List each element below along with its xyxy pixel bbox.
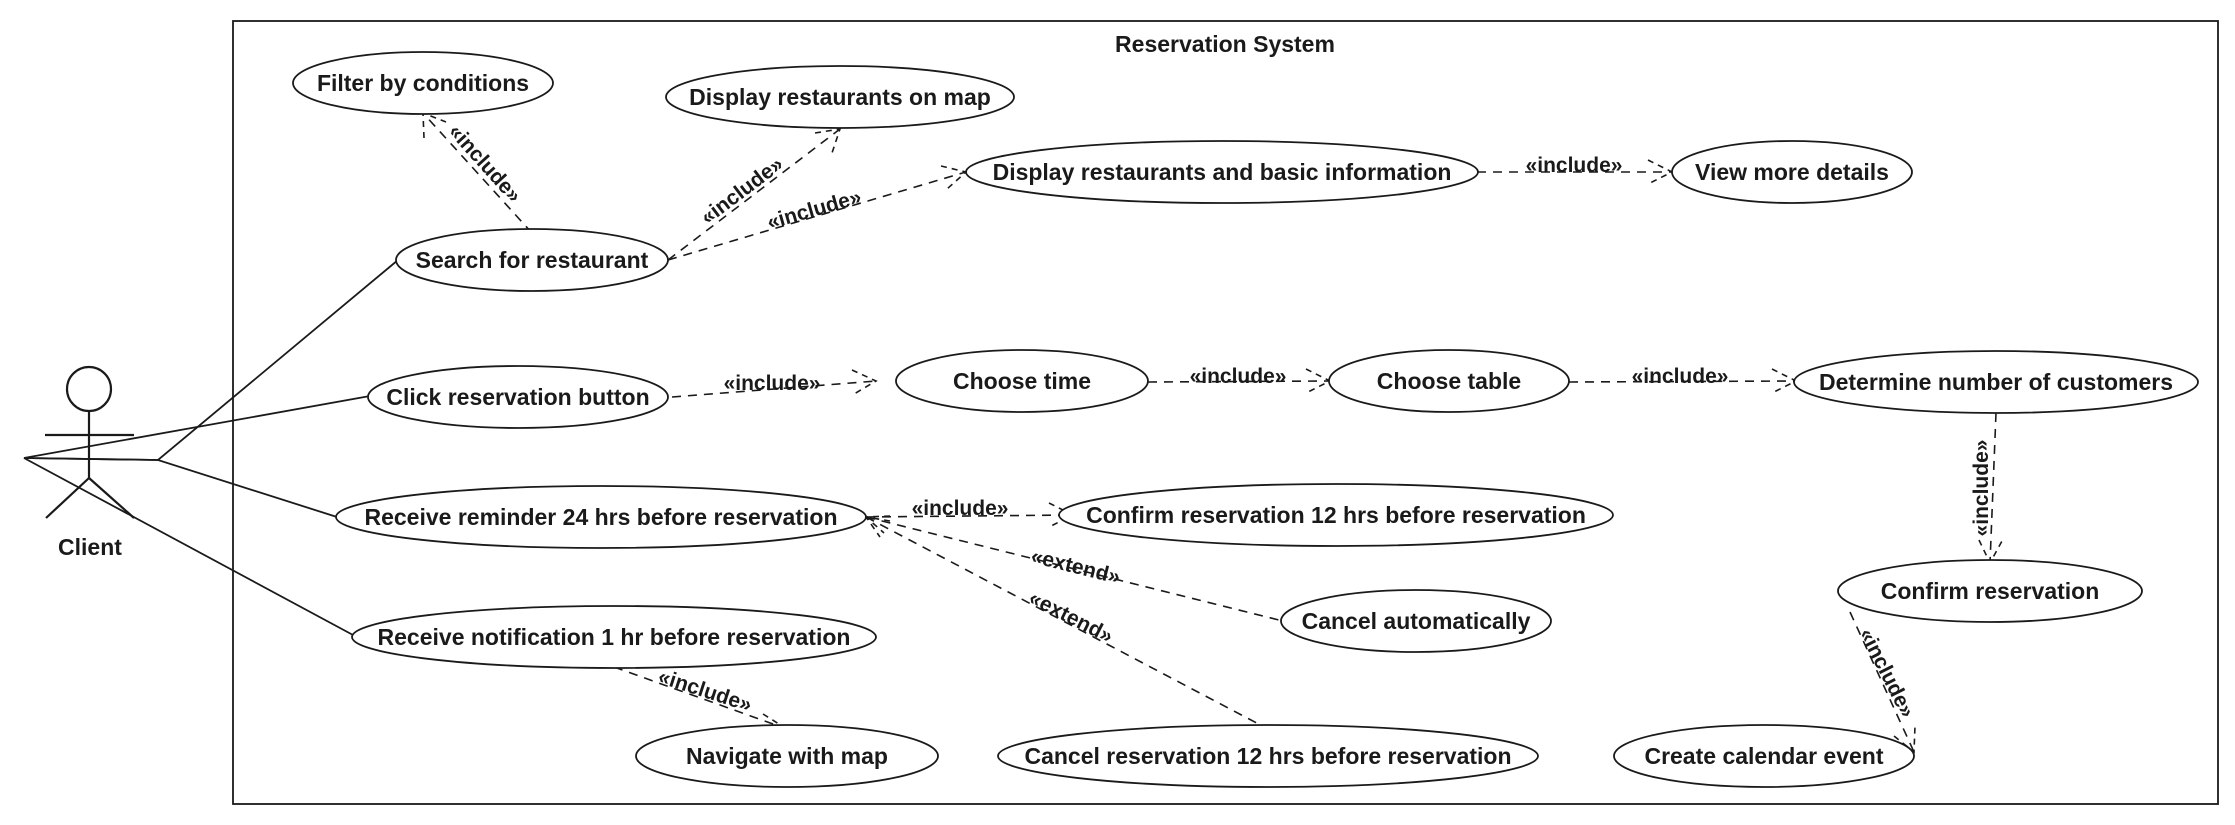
system-title: Reservation System: [1115, 31, 1335, 57]
use-case-label: Display restaurants and basic informatio…: [993, 159, 1452, 185]
association-search-click: [23, 259, 399, 461]
actor-associations: [23, 259, 399, 636]
use-case-label: View more details: [1695, 159, 1889, 185]
label-include-table: «include»: [1190, 365, 1287, 388]
arrowhead-calendar: [1893, 725, 1916, 754]
label-include-calendar: «include»: [1855, 625, 1919, 722]
use-case-label: Confirm reservation: [1881, 578, 2100, 604]
use-case-label: Receive reminder 24 hrs before reservati…: [364, 504, 837, 530]
use-case-display-info[interactable]: Display restaurants and basic informatio…: [965, 140, 1479, 204]
use-case-navigate[interactable]: Navigate with map: [635, 724, 939, 788]
use-case-label: Cancel reservation 12 hrs before reserva…: [1024, 743, 1511, 769]
label-include-details: «include»: [1526, 154, 1623, 177]
label-include-info: «include»: [764, 185, 863, 234]
extend-cancel-auto: [865, 516, 1284, 622]
actor-left-leg: [45, 477, 90, 519]
actor-head: [65, 365, 113, 413]
association-notification: [23, 457, 354, 636]
use-case-label: Receive notification 1 hr before reserva…: [378, 624, 851, 650]
include-click-time: [671, 380, 877, 398]
use-case-label: Navigate with map: [686, 743, 888, 769]
arrowhead-time: [851, 369, 878, 395]
use-case-cancel-automatically[interactable]: Cancel automatically: [1280, 589, 1552, 653]
label-include-filter: «include»: [444, 120, 526, 207]
use-case-label: Confirm reservation 12 hrs before reserv…: [1086, 502, 1586, 528]
include-search-map: [667, 128, 841, 261]
include-reminder-confirm12: [865, 514, 1074, 518]
label-include-confirm12: «include»: [912, 497, 1009, 520]
label-extend-auto: «extend»: [1029, 545, 1123, 589]
use-case-label: Display restaurants on map: [689, 84, 991, 110]
actor-label: Client: [58, 534, 122, 560]
include-search-filter: [422, 112, 533, 234]
use-case-reminder[interactable]: Receive reminder 24 hrs before reservati…: [335, 485, 867, 549]
use-case-confirm-reservation[interactable]: Confirm reservation: [1837, 559, 2143, 623]
label-include-navigate: «include»: [655, 665, 754, 717]
use-case-click-reservation[interactable]: Click reservation button: [367, 365, 669, 429]
use-case-cancel-12hrs[interactable]: Cancel reservation 12 hrs before reserva…: [997, 724, 1539, 788]
use-case-label: Choose table: [1377, 368, 1521, 394]
use-case-filter[interactable]: Filter by conditions: [292, 51, 554, 115]
use-case-confirm-12hrs[interactable]: Confirm reservation 12 hrs before reserv…: [1058, 483, 1614, 547]
include-time-table: [1147, 380, 1331, 383]
use-case-display-map[interactable]: Display restaurants on map: [665, 65, 1015, 129]
include-table-customers: [1568, 380, 1797, 383]
use-case-label: Click reservation button: [386, 384, 649, 410]
association-reminder: [23, 457, 338, 518]
use-case-choose-table[interactable]: Choose table: [1328, 349, 1570, 413]
use-case-label: Determine number of customers: [1819, 369, 2173, 395]
use-case-view-details[interactable]: View more details: [1671, 140, 1913, 204]
use-case-calendar-event[interactable]: Create calendar event: [1613, 724, 1915, 788]
use-case-label: Create calendar event: [1644, 743, 1883, 769]
use-case-choose-time[interactable]: Choose time: [895, 349, 1149, 413]
include-confirm-calendar: [1849, 611, 1915, 753]
include-search-info: [667, 171, 967, 261]
system-boundary: [232, 20, 2219, 805]
use-case-determine-customers[interactable]: Determine number of customers: [1793, 350, 2199, 414]
use-case-notification[interactable]: Receive notification 1 hr before reserva…: [351, 605, 877, 669]
use-case-search[interactable]: Search for restaurant: [395, 228, 669, 292]
actor-client[interactable]: Client: [45, 365, 135, 560]
use-case-label: Cancel automatically: [1302, 608, 1531, 634]
use-case-label: Filter by conditions: [317, 70, 529, 96]
use-case-label: Choose time: [953, 368, 1091, 394]
label-include-customers: «include»: [1632, 365, 1729, 388]
label-extend-12: «extend»: [1025, 586, 1117, 648]
actor-right-leg: [88, 477, 135, 519]
use-case-label: Search for restaurant: [416, 247, 649, 273]
label-include-confirm: «include»: [1970, 440, 1993, 537]
extend-cancel-12: [865, 516, 1269, 730]
arrowhead-map: [814, 128, 842, 154]
label-include-time: «include»: [724, 372, 821, 395]
